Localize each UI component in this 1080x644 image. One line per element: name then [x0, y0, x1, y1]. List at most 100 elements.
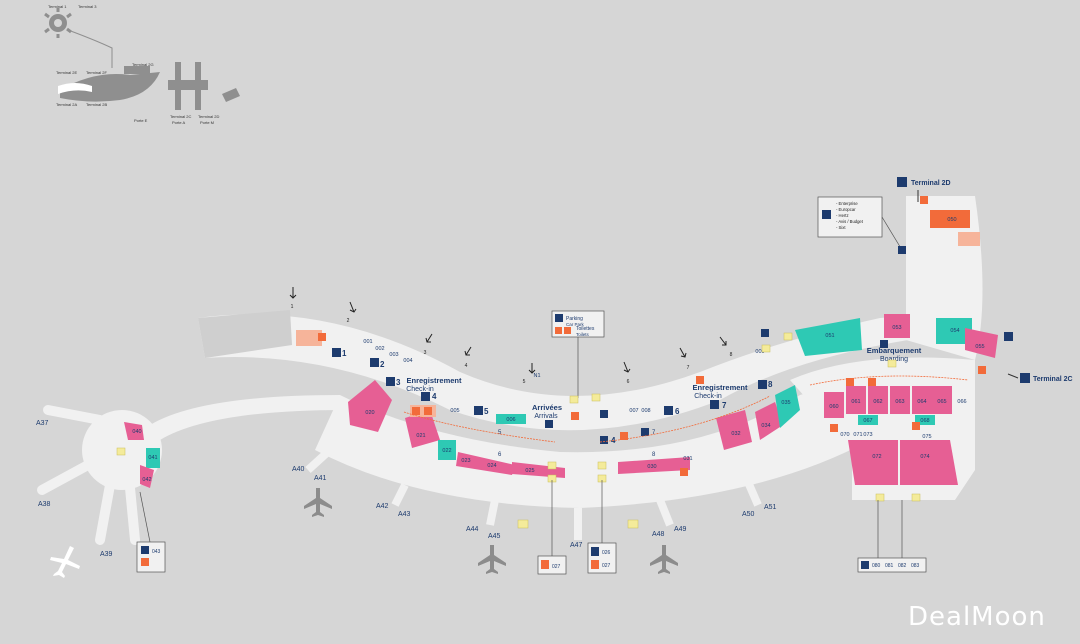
shop-041: 041 — [148, 455, 157, 461]
plane-icon — [897, 177, 907, 187]
rental-car-box: - Enterprise - Europcar - Hertz - Avis /… — [817, 196, 903, 251]
gate-a48[interactable]: A48 — [652, 531, 665, 538]
shop-003: 003 — [389, 352, 398, 358]
gate-a50[interactable]: A50 — [742, 511, 755, 518]
plane-icon — [478, 545, 506, 574]
gate-a45[interactable]: A45 — [488, 533, 501, 540]
shop-numbers: 020 021 022 023 024 025 030 031 032 034 … — [132, 217, 984, 483]
terminal-2d-link[interactable]: Terminal 2D — [897, 177, 951, 202]
shop-068: 068 — [920, 418, 929, 424]
legend-082: 082 — [898, 563, 907, 569]
gate-a51[interactable]: A51 — [764, 504, 777, 511]
toilets-icon — [620, 432, 628, 440]
overview-minimap[interactable]: Terminal 1 Terminal 3 Terminal 2G Termin… — [44, 4, 240, 125]
toilets-fr: Toilettes — [576, 326, 595, 332]
gate-a43[interactable]: A43 — [398, 511, 411, 518]
door-arrow-icon — [623, 361, 631, 373]
orange-service-icons — [318, 196, 986, 476]
shop-066: 066 — [957, 399, 966, 405]
terminal-2c-label: Terminal 2C — [1033, 376, 1073, 383]
overview-label-t1: Terminal 1 — [48, 4, 67, 9]
shop-021: 021 — [416, 433, 425, 439]
rental-europcar: - Europcar — [836, 207, 856, 212]
toilets-icon — [412, 407, 420, 415]
toilets-icon — [830, 424, 838, 432]
checkin-a-en: Check-in — [406, 386, 434, 393]
gate-a49[interactable]: A49 — [674, 526, 687, 533]
shop-009: 009 — [755, 349, 764, 355]
parking-icon — [555, 314, 563, 322]
gate-a40[interactable]: A40 — [292, 466, 305, 473]
overview-label-porte-a: Porte A — [172, 120, 185, 125]
shop-063: 063 — [895, 399, 904, 405]
gate-a37[interactable]: A37 — [36, 420, 49, 427]
gate-a38[interactable]: A38 — [38, 501, 51, 508]
service-icon — [600, 436, 608, 444]
counter-4: 4 — [432, 392, 437, 401]
counter-6: 6 — [675, 407, 680, 416]
shop-067: 067 — [863, 418, 872, 424]
shop-006: 006 — [506, 417, 515, 423]
door-1: 1 — [291, 304, 294, 310]
service-icon — [545, 420, 553, 428]
plane-icon — [650, 545, 678, 574]
hall-7: 7 — [652, 430, 656, 436]
arrivals-fr: Arrivées — [532, 403, 562, 412]
rental-sixt: - Sixt — [836, 225, 846, 230]
shop-054: 054 — [950, 328, 959, 334]
door-arrow-icon — [719, 336, 727, 346]
shop-008: 008 — [641, 408, 650, 414]
gate-a47[interactable]: A47 — [570, 542, 583, 549]
shop-071: 071 — [853, 432, 862, 438]
door-4: 4 — [465, 363, 468, 369]
shop-007: 007 — [629, 408, 638, 414]
plane-icon — [50, 546, 80, 578]
toilets-icon — [555, 327, 562, 334]
service-icon — [591, 547, 599, 556]
door-arrow-icon — [679, 347, 687, 358]
overview-label-t2b: Terminal 2B — [86, 102, 107, 107]
service-icon — [141, 546, 149, 554]
toilets-en: Toilets — [576, 332, 590, 337]
rental-enterprise: - Enterprise — [836, 201, 858, 206]
terminal-2c-link[interactable]: Terminal 2C — [1007, 373, 1073, 383]
shop-023: 023 — [461, 458, 470, 464]
door-arrow-icon — [349, 301, 357, 313]
toilets-icon — [564, 327, 571, 334]
door-5: 5 — [523, 379, 526, 385]
gate-a39[interactable]: A39 — [100, 551, 113, 558]
shop-005: 005 — [450, 408, 459, 414]
terminal-building — [37, 196, 983, 545]
toilets-icon — [680, 468, 688, 476]
door-arrow-icon — [464, 346, 472, 356]
parking-en: Car Park — [566, 322, 585, 327]
shop-004: 004 — [403, 358, 412, 364]
shop-053: 053 — [892, 325, 901, 331]
shop-032: 032 — [731, 431, 740, 437]
counter-3: 3 — [396, 378, 401, 387]
hall-8: 8 — [652, 452, 656, 458]
gate-a42[interactable]: A42 — [376, 503, 389, 510]
watermark-logo: DealMoon — [908, 602, 1046, 632]
aircraft — [50, 488, 678, 578]
service-icon — [898, 246, 906, 254]
service-icon — [641, 428, 649, 436]
service-icon — [1004, 332, 1013, 341]
plane-icon — [304, 488, 332, 517]
checkin-a-fr: Enregistrement — [406, 376, 462, 385]
legend-box-080-083: 080 081 082 083 — [857, 500, 927, 573]
shop-042: 042 — [142, 477, 151, 483]
overview-label-t3: Terminal 3 — [78, 4, 97, 9]
toilets-icon — [541, 560, 549, 569]
gate-a44[interactable]: A44 — [466, 526, 479, 533]
legend-043: 043 — [152, 549, 161, 555]
toilets-icon — [696, 376, 704, 384]
service-icon — [758, 380, 767, 389]
rental-hertz: - Hertz — [836, 213, 849, 218]
overview-label-t2e: Terminal 2E — [56, 70, 77, 75]
doors — [289, 287, 727, 374]
gate-labels: A37 A38 A39 A40 A41 A42 A43 A44 A45 A47 … — [36, 420, 777, 558]
arrow-right-icon — [1007, 373, 1019, 379]
gate-a41[interactable]: A41 — [314, 475, 327, 482]
shop-025: 025 — [525, 468, 534, 474]
